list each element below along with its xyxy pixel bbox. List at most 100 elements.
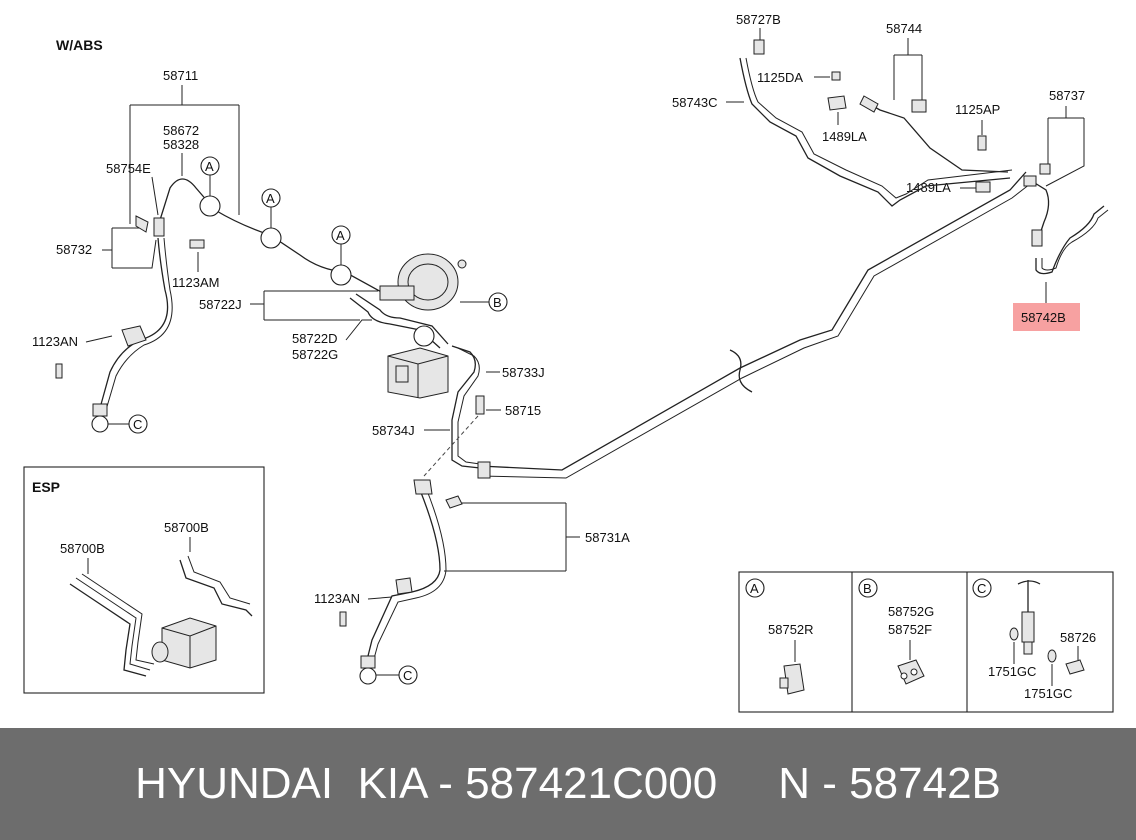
bolt-58726 [1065, 659, 1085, 675]
section-ring-a-1 [199, 195, 221, 217]
leader-58722J [250, 290, 378, 321]
part-label-58715: 58715 [505, 403, 541, 418]
part-label-58737: 58737 [1049, 88, 1085, 103]
esp-motor [151, 641, 169, 663]
esp-pipe-left-c [81, 573, 155, 665]
clip-1489LA-b [975, 181, 991, 193]
footer-part-number: HYUNDAI KIA - 587421C000 N - 58742B [135, 759, 1001, 808]
brake-hose-front-left [99, 237, 169, 409]
wabs-title: W/ABS [56, 37, 103, 53]
callout-a-1-label: A [205, 159, 214, 174]
brake-hose-58737 [1029, 179, 1050, 241]
leader-58722D [345, 319, 372, 341]
brake-pipe-58742B-outline [1041, 209, 1109, 271]
detail-label-1751GC-b: 1751GC [1024, 686, 1072, 701]
part-label-58731A: 58731A [585, 530, 630, 545]
leader-58744 [893, 38, 923, 100]
part-label-58734J: 58734J [372, 423, 415, 438]
leader-1123AN-top [85, 335, 113, 343]
part-label-58743C: 58743C [672, 95, 718, 110]
brake-line-diagram: W/ABS 58711 58672 58328 58754E 58732 112… [23, 12, 1114, 713]
brake-hose-front-left-outline [105, 237, 173, 411]
esp-inset-box [23, 466, 265, 694]
detail-callout-b [858, 578, 878, 598]
esp-label-58700B-right: 58700B [164, 520, 209, 535]
brake-pipe-long-rear-b [479, 183, 1031, 479]
brake-booster [397, 253, 459, 311]
leader-58737 [1045, 106, 1085, 187]
brake-hose-rear-left-outline [371, 487, 447, 667]
abs-connector [395, 365, 409, 383]
booster-stud [457, 259, 467, 269]
brake-pipe-abs-b [355, 293, 449, 345]
part-label-58711: 58711 [163, 68, 198, 83]
leader-58731A [444, 502, 580, 572]
brake-pipe-abs-down-a [451, 345, 481, 469]
detail-hose-top [1017, 580, 1041, 612]
part-label-58672: 58672 [163, 123, 199, 138]
clip-1489LA-a [827, 95, 847, 111]
detail-label-58752G: 58752G [888, 604, 934, 619]
part-label-1123AN-top: 1123AN [32, 334, 78, 349]
detail-hose-end [1023, 641, 1033, 655]
callout-a-3-label: A [336, 228, 345, 243]
detail-hose-fitting [1021, 611, 1035, 643]
part-label-1123AN-bottom: 1123AN [314, 591, 360, 606]
clip-58752G-hole-b [910, 668, 918, 676]
master-cylinder [379, 285, 415, 301]
leader-58732 [102, 227, 157, 269]
brake-hose-rear-left [365, 489, 441, 665]
fitting-58744-left [859, 95, 879, 113]
detail-label-58726: 58726 [1060, 630, 1096, 645]
leader-58754E [151, 176, 159, 216]
bracket-rear-lower [395, 577, 413, 595]
esp-label-58700B-left: 58700B [60, 541, 105, 556]
junction-58734J [477, 461, 491, 479]
detail-callout-b-label: B [863, 581, 872, 596]
hose-end-front [92, 403, 108, 417]
fitting-caliper-rear [359, 667, 377, 685]
fitting-58737-bottom [1031, 229, 1043, 247]
detail-callout-c [972, 578, 992, 598]
bracket-rear-hose [413, 479, 433, 495]
brake-pipe-abs-a [349, 297, 441, 349]
hose-end-rear [360, 655, 376, 669]
part-label-58733J: 58733J [502, 365, 545, 380]
section-ring-a-2 [260, 227, 282, 249]
clip-58731A [445, 495, 463, 509]
brake-booster-ring [407, 263, 449, 301]
brake-pipe-58742B [1035, 205, 1105, 275]
esp-hydraulic-unit [161, 617, 217, 669]
section-ring-a-3 [330, 264, 352, 286]
leader-58711 [129, 85, 240, 224]
brake-pipe-abs-down-b [457, 347, 481, 465]
brake-pipe-front-upper [159, 178, 386, 295]
part-label-1125DA: 1125DA [757, 70, 803, 85]
part-label-58328: 58328 [163, 137, 199, 152]
esp-title: ESP [32, 479, 60, 495]
detail-label-1751GC-a: 1751GC [988, 664, 1036, 679]
detail-box [738, 571, 1114, 713]
clip-58732 [135, 215, 149, 233]
fitting-caliper-front [91, 415, 109, 433]
bolt-1125AP [977, 135, 987, 151]
fitting-58744-right [911, 99, 927, 113]
part-label-1123AM: 1123AM [172, 275, 219, 290]
brake-pipe-long-rear-a [479, 171, 1027, 471]
callout-c-2-label: C [403, 668, 412, 683]
esp-pipe-right-b [187, 555, 251, 605]
bolt-1123AN-top [55, 363, 63, 379]
bolt-1123AM [189, 239, 205, 249]
washer-1751GC-a [1009, 627, 1019, 641]
clip-58727B [753, 39, 765, 55]
fitting-58754E [153, 217, 165, 237]
clip-58752R-tab [779, 677, 789, 689]
part-label-58722G: 58722G [292, 347, 338, 362]
callout-b-label: B [493, 295, 502, 310]
washer-1751GC-b [1047, 649, 1057, 663]
section-ring-b [413, 325, 435, 347]
esp-pipe-left-a [69, 583, 147, 677]
part-label-58754E: 58754E [106, 161, 151, 176]
fitting-58715 [475, 395, 485, 415]
detail-callout-c-label: C [977, 581, 986, 596]
